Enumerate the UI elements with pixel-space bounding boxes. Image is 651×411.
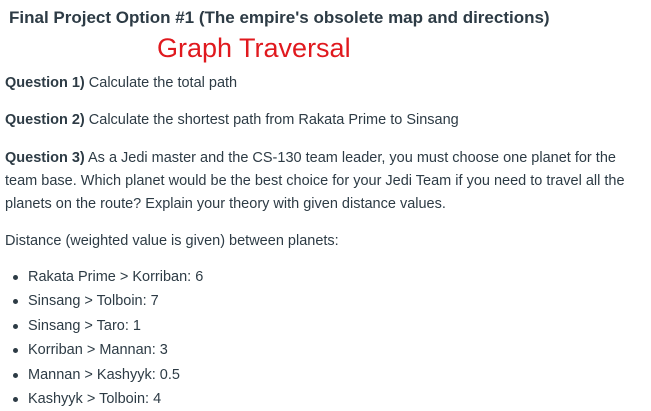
bullet-icon xyxy=(13,372,18,378)
distance-text: Sinsang > Taro: 1 xyxy=(28,317,141,334)
bullet-icon xyxy=(13,299,18,305)
list-item: Korriban > Mannan: 3 xyxy=(0,338,203,362)
list-item: Mannan > Kashyyk: 0.5 xyxy=(0,363,203,387)
question-2: Question 2) Calculate the shortest path … xyxy=(5,109,645,132)
page-title: Final Project Option #1 (The empire's ob… xyxy=(9,8,550,27)
question-1: Question 1) Calculate the total path xyxy=(5,72,645,95)
list-item: Sinsang > Tolboin: 7 xyxy=(0,289,203,313)
list-item: Kashyyk > Tolboin: 4 xyxy=(0,387,203,411)
distance-text: Mannan > Kashyyk: 0.5 xyxy=(28,366,180,383)
question-3-label: Question 3) xyxy=(5,150,85,166)
question-3-text: As a Jedi master and the CS-130 team lea… xyxy=(5,150,625,212)
page-subtitle: Graph Traversal xyxy=(157,33,351,63)
distance-text: Rakata Prime > Korriban: 6 xyxy=(28,269,204,285)
question-2-label: Question 2) xyxy=(5,112,85,128)
question-3: Question 3) As a Jedi master and the CS-… xyxy=(5,147,645,216)
question-1-text: Calculate the total path xyxy=(84,75,238,91)
list-item: Sinsang > Taro: 1 xyxy=(0,314,203,338)
bullet-icon xyxy=(13,275,18,280)
bullet-icon xyxy=(13,323,18,329)
distance-list: Rakata Prime > Korriban: 6 Sinsang > Tol… xyxy=(0,265,203,411)
question-2-text: Calculate the shortest path from Rakata … xyxy=(84,112,459,128)
question-1-label: Question 1) xyxy=(5,75,85,91)
distance-text: Sinsang > Tolboin: 7 xyxy=(28,293,159,310)
distance-text: Kashyyk > Tolboin: 4 xyxy=(28,391,162,408)
bullet-icon xyxy=(13,397,18,403)
bullet-icon xyxy=(13,348,18,354)
list-item: Rakata Prime > Korriban: 6 xyxy=(0,265,203,289)
distance-intro: Distance (weighted value is given) betwe… xyxy=(5,233,339,249)
distance-text: Korriban > Mannan: 3 xyxy=(28,342,168,359)
